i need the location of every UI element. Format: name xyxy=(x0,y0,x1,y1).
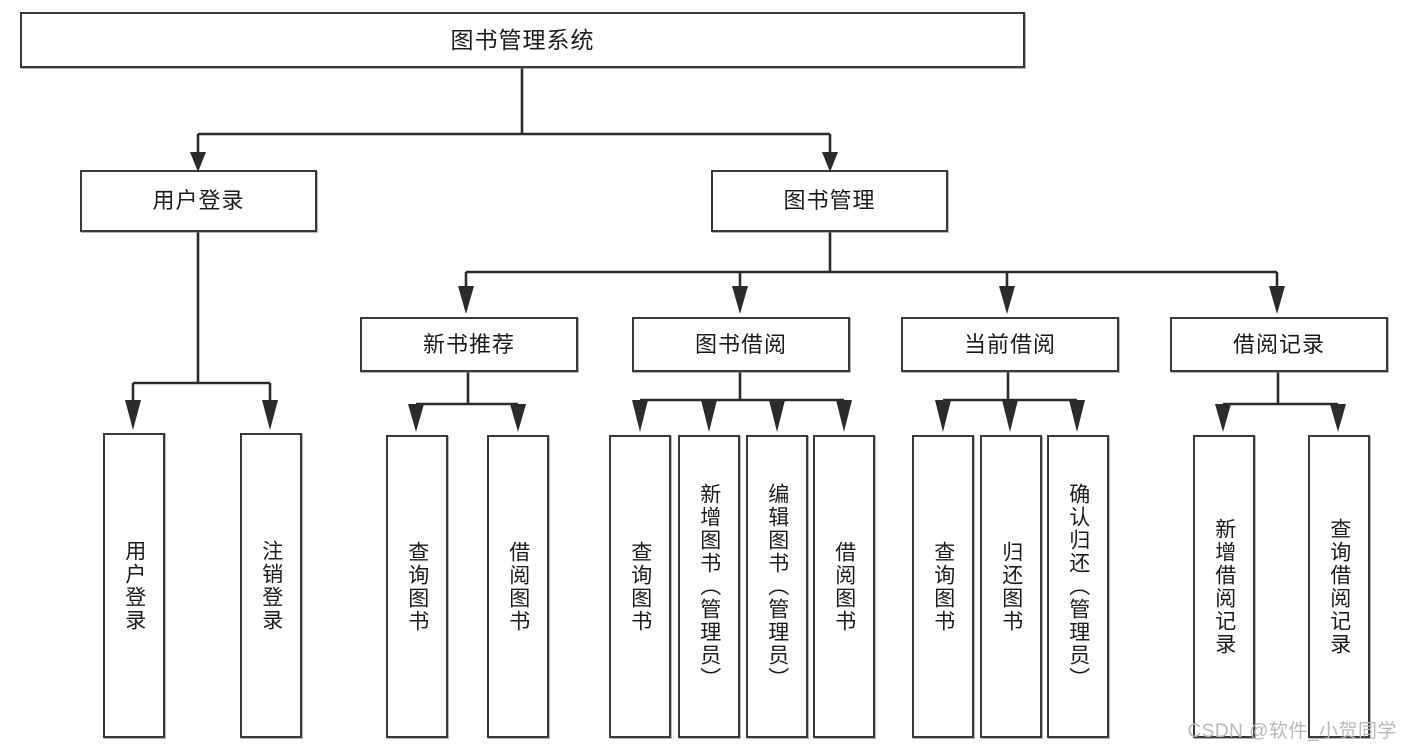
node-borrow-record-label: 借阅记录 xyxy=(1232,331,1325,357)
leaf-label: 查询图书 xyxy=(931,540,955,633)
leaf-label: 确认归还（管理员） xyxy=(1066,483,1090,690)
leaf-label: 查询图书 xyxy=(628,540,652,633)
leaf-label: 查询借阅记录 xyxy=(1327,517,1351,656)
leaf-label: 借阅图书 xyxy=(506,540,530,633)
watermark: CSDN @软件_小贺同学 xyxy=(1187,721,1397,742)
leaf-current-confirm-return-admin[interactable]: 确认归还（管理员） xyxy=(1047,435,1109,738)
node-current-borrow-label: 当前借阅 xyxy=(963,331,1056,357)
leaf-label: 新增图书（管理员） xyxy=(697,483,721,690)
arrow-borrowrecord-leaf-2 xyxy=(1330,404,1346,432)
arrow-borrowbook-leaf-3 xyxy=(769,400,785,432)
node-new-book-recommend-label: 新书推荐 xyxy=(422,331,515,357)
node-root-label: 图书管理系统 xyxy=(450,26,595,53)
node-user-login[interactable]: 用户登录 xyxy=(80,170,317,232)
leaf-record-query[interactable]: 查询借阅记录 xyxy=(1308,435,1370,738)
leaf-label: 借阅图书 xyxy=(832,540,856,633)
node-book-borrow-label: 图书借阅 xyxy=(694,331,787,357)
leaf-borrow-add-book-admin[interactable]: 新增图书（管理员） xyxy=(678,435,740,738)
node-user-login-label: 用户登录 xyxy=(152,188,245,214)
arrow-userlogin-leaf-2 xyxy=(262,400,278,430)
arrow-newbook-leaf-2 xyxy=(510,404,526,432)
node-borrow-record[interactable]: 借阅记录 xyxy=(1170,317,1388,372)
leaf-user-login-logout[interactable]: 注销登录 xyxy=(240,433,302,738)
leaf-borrow-edit-book-admin[interactable]: 编辑图书（管理员） xyxy=(746,435,808,738)
arrow-newbook-leaf-1 xyxy=(408,404,424,432)
node-book-management[interactable]: 图书管理 xyxy=(711,170,948,232)
arrow-bookmanage-to-borrowrecord xyxy=(1269,286,1285,314)
leaf-borrow-query-book[interactable]: 查询图书 xyxy=(609,435,671,738)
arrow-root-to-book-manage xyxy=(822,152,838,172)
arrow-currentborrow-leaf-3 xyxy=(1069,400,1085,432)
arrow-bookmanage-to-newbook xyxy=(458,286,474,314)
node-new-book-recommend[interactable]: 新书推荐 xyxy=(360,317,578,372)
arrow-borrowbook-leaf-1 xyxy=(632,400,648,432)
arrow-userlogin-leaf-1 xyxy=(125,400,141,430)
leaf-label: 归还图书 xyxy=(999,540,1023,633)
node-book-management-label: 图书管理 xyxy=(783,188,876,214)
node-book-borrow[interactable]: 图书借阅 xyxy=(632,317,850,372)
arrow-bookmanage-to-borrowbook xyxy=(732,286,748,314)
leaf-new-book-borrow[interactable]: 借阅图书 xyxy=(487,435,549,738)
arrow-borrowrecord-leaf-1 xyxy=(1215,404,1231,432)
leaf-label: 用户登录 xyxy=(122,539,146,632)
arrow-borrowbook-leaf-2 xyxy=(701,400,717,432)
node-current-borrow[interactable]: 当前借阅 xyxy=(901,317,1119,372)
leaf-user-login-login[interactable]: 用户登录 xyxy=(103,433,165,738)
leaf-current-return-book[interactable]: 归还图书 xyxy=(980,435,1042,738)
arrow-currentborrow-leaf-2 xyxy=(1002,400,1018,432)
arrow-bookmanage-to-currentborrow xyxy=(999,286,1015,314)
arrow-root-to-user-login xyxy=(190,152,206,172)
leaf-label: 查询图书 xyxy=(405,540,429,633)
arrow-borrowbook-leaf-4 xyxy=(836,400,852,432)
leaf-label: 注销登录 xyxy=(259,539,283,632)
leaf-label: 编辑图书（管理员） xyxy=(765,483,789,690)
node-root[interactable]: 图书管理系统 xyxy=(20,12,1025,68)
leaf-current-query-book[interactable]: 查询图书 xyxy=(912,435,974,738)
leaf-record-add[interactable]: 新增借阅记录 xyxy=(1193,435,1255,738)
leaf-label: 新增借阅记录 xyxy=(1212,517,1236,656)
arrow-currentborrow-leaf-1 xyxy=(935,400,951,432)
leaf-borrow-borrow-book[interactable]: 借阅图书 xyxy=(813,435,875,738)
leaf-new-book-query[interactable]: 查询图书 xyxy=(386,435,448,738)
